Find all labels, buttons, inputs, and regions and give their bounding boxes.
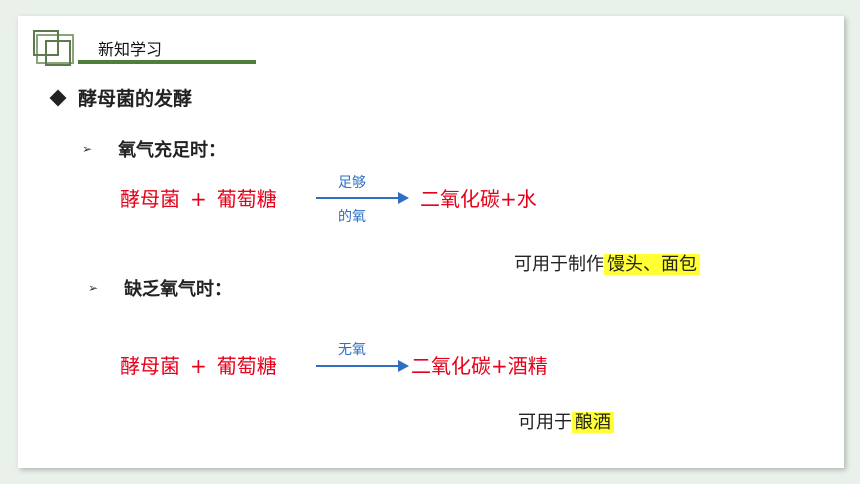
anaerobic-reactant-2: 葡萄糖 (216, 354, 277, 378)
aerobic-title: 氧气充足时： (118, 140, 227, 161)
arrow-right-icon (398, 360, 409, 372)
anaerobic-condition-top: 无氧 (338, 342, 366, 358)
main-heading-text: 酵母菌的发酵 (78, 88, 193, 110)
anaerobic-use: 可用于酿酒 (518, 408, 614, 434)
aerobic-plus: + (190, 187, 207, 211)
anaerobic-title: 缺乏氧气时： (124, 279, 233, 300)
anaerobic-plus: + (190, 354, 207, 378)
aerobic-product: 二氧化碳+水 (420, 187, 537, 211)
anaerobic-arrow-line (316, 365, 398, 367)
aerobic-reactant-1: 酵母菌 (120, 187, 180, 211)
anaerobic-product: 二氧化碳+酒精 (411, 354, 548, 378)
aerobic-use-highlight: 馒头、面包 (604, 254, 700, 275)
anaerobic-use-prefix: 可用于 (518, 412, 572, 433)
aerobic-reactant-2: 葡萄糖 (216, 187, 277, 211)
section-underline (78, 60, 256, 64)
aerobic-reactants: 酵母菌 + 葡萄糖 (120, 183, 277, 212)
aerobic-use-prefix: 可用于制作 (514, 254, 604, 275)
aerobic-condition-bottom: 的氧 (338, 209, 366, 225)
anaerobic-reactants: 酵母菌 + 葡萄糖 (120, 350, 277, 379)
anaerobic-use-highlight: 酿酒 (572, 412, 614, 433)
arrow-right-icon (398, 192, 409, 204)
anaerobic-reactant-1: 酵母菌 (120, 354, 180, 378)
aerobic-use: 可用于制作馒头、面包 (514, 250, 700, 276)
chevron-right-icon: ➢ (82, 142, 93, 156)
main-heading: 酵母菌的发酵 (49, 84, 193, 111)
aerobic-arrow-line (316, 197, 398, 199)
section-title: 新知学习 (98, 40, 163, 59)
aerobic-subheading: ➢ 氧气充足时： (82, 136, 226, 162)
slide-canvas (18, 16, 844, 468)
section-logo-icon (33, 30, 77, 68)
chevron-right-icon: ➢ (88, 281, 99, 295)
anaerobic-subheading: ➢ 缺乏氧气时： (88, 275, 232, 301)
aerobic-condition-top: 足够 (338, 175, 366, 191)
diamond-bullet-icon (49, 89, 67, 106)
